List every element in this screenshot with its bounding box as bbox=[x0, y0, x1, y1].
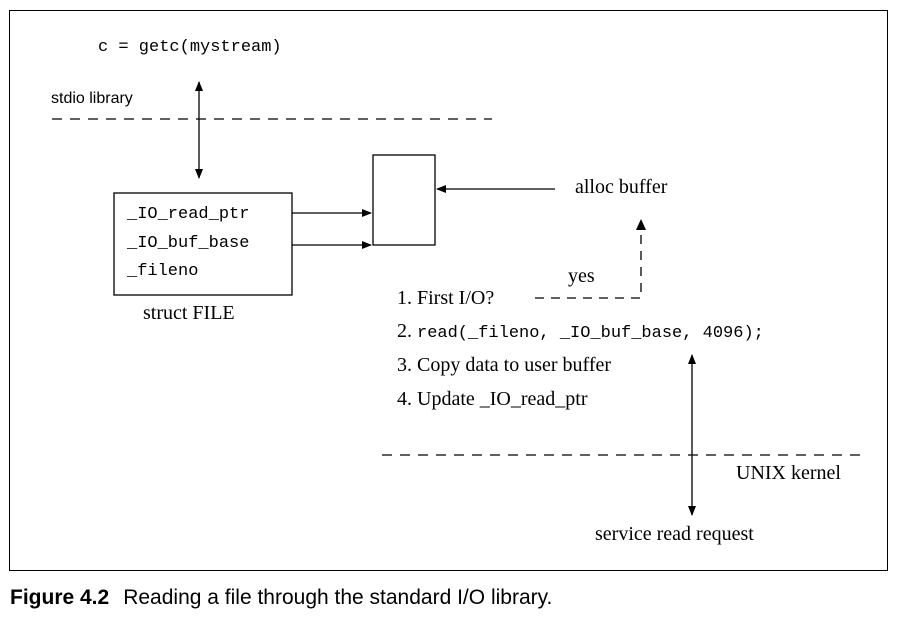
first-io-arrowhead bbox=[636, 219, 646, 230]
getc-call: c = getc(mystream) bbox=[98, 38, 282, 57]
yes-label: yes bbox=[568, 265, 595, 287]
figure-frame bbox=[9, 10, 888, 571]
field-io-buf-base: _IO_buf_base bbox=[127, 234, 250, 253]
caption-text: Reading a file through the standard I/O … bbox=[123, 586, 553, 609]
figure-number: Figure 4.2 bbox=[10, 586, 110, 609]
struct-file-label: struct FILE bbox=[143, 302, 235, 324]
alloc-buffer-label: alloc buffer bbox=[575, 176, 668, 198]
step-read: 2. read(_fileno, _IO_buf_base, 4096); bbox=[397, 320, 764, 343]
step-read-number: 2. bbox=[397, 320, 412, 342]
first-io-dashed-path bbox=[535, 224, 642, 299]
field-io-read-ptr: _IO_read_ptr bbox=[127, 205, 250, 224]
step-read-code: read(_fileno, _IO_buf_base, 4096); bbox=[417, 324, 764, 343]
unix-kernel-label: UNIX kernel bbox=[736, 462, 841, 484]
service-read-request-label: service read request bbox=[595, 523, 754, 545]
step-first-io: 1. First I/O? bbox=[397, 287, 495, 309]
figure-caption: Figure 4.2 Reading a file through the sta… bbox=[10, 586, 552, 610]
file-struct-box bbox=[113, 192, 293, 296]
step-update-ptr: 4. Update _IO_read_ptr bbox=[397, 388, 588, 410]
buffer-box bbox=[372, 154, 436, 246]
stdio-library-label: stdio library bbox=[51, 90, 133, 107]
field-fileno: _fileno bbox=[127, 262, 199, 281]
step-copy-data: 3. Copy data to user buffer bbox=[397, 354, 612, 376]
